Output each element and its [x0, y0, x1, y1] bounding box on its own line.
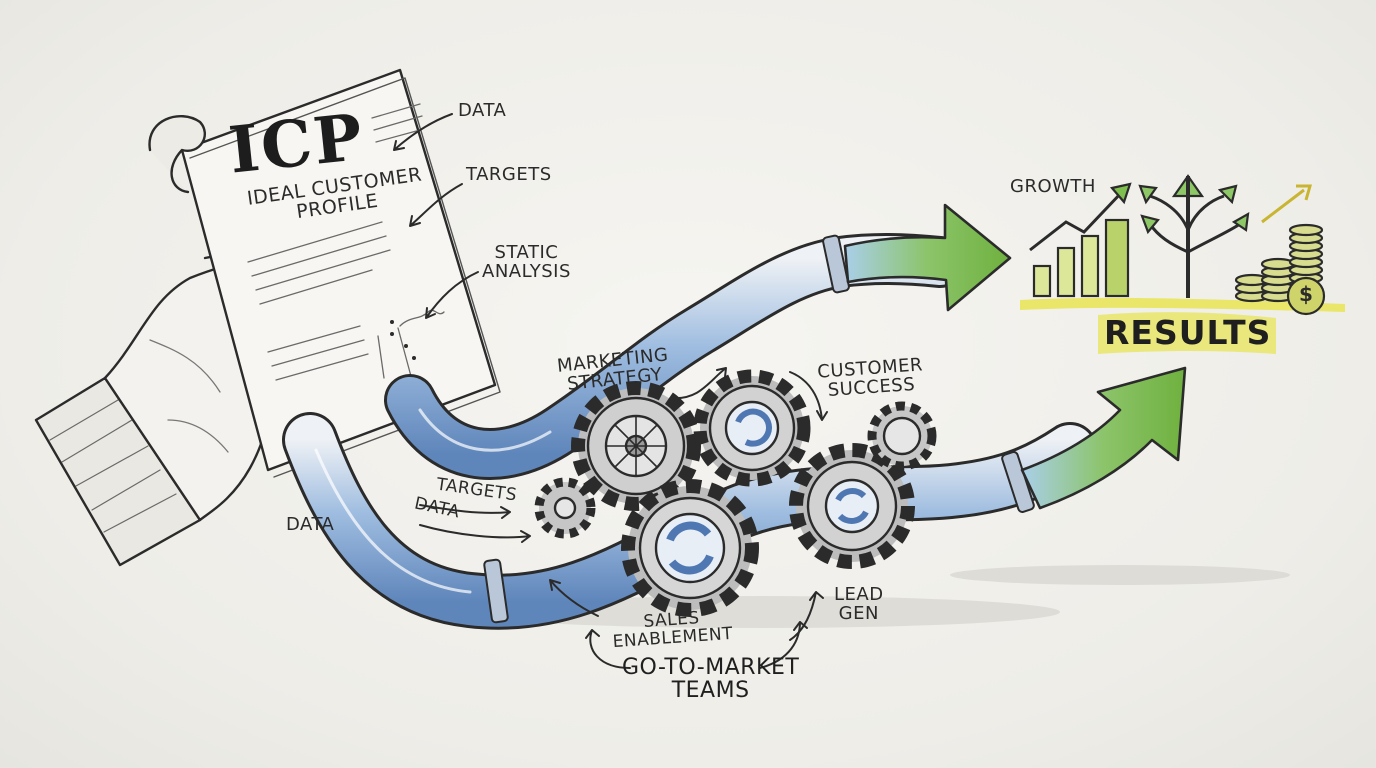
document-curl [148, 115, 206, 194]
label-growth: GROWTH [1010, 176, 1096, 197]
hand-holding-document [34, 250, 313, 567]
label-lead-line1: LEAD [834, 584, 884, 605]
coin-stacks-icon [1234, 223, 1326, 316]
gear-marketing [571, 381, 701, 511]
gear-small-top [867, 401, 937, 471]
icp-document [148, 68, 501, 478]
gtm-line1: GO-TO-MARKET [622, 655, 800, 680]
branching-arrows-tree-icon [1138, 174, 1250, 298]
growth-bar-chart-icon [1029, 182, 1132, 298]
label-lead-line2: GEN [838, 602, 879, 624]
callout-static-line2: ANALYSIS [482, 260, 571, 282]
label-customer-success: CUSTOMER SUCCESS [817, 354, 925, 401]
small-up-arrow-icon [1261, 184, 1312, 224]
label-lead-gen: LEAD GEN [834, 584, 884, 624]
arrow-lower [1020, 366, 1187, 510]
label-results: RESULTS [1104, 313, 1272, 352]
gtm-line2: TEAMS [671, 678, 750, 704]
callout-static-line1: STATIC [494, 242, 559, 263]
gear-small-left [534, 477, 596, 539]
annotation-arrows [393, 113, 828, 669]
results-icons [1020, 174, 1345, 354]
callout-targets: TARGETS [466, 164, 552, 185]
pipe-joints [483, 234, 1035, 624]
results-highlight [1020, 297, 1345, 312]
dollar-sign-icon: $ [1299, 282, 1314, 306]
callout-data: DATA [458, 100, 507, 121]
gear-customer-success [693, 369, 811, 487]
results-arrows [843, 203, 1187, 510]
flow-label-data-bottom: DATA [286, 514, 335, 535]
gear-sales-enablement [621, 479, 759, 617]
arrow-upper [843, 203, 1012, 312]
icp-title: ICP [225, 99, 368, 189]
gears [534, 369, 937, 617]
callout-static-analysis: STATIC ANALYSIS [482, 242, 571, 282]
label-go-to-market-teams: GO-TO-MARKET TEAMS [622, 656, 799, 702]
gear-lead-gen [789, 443, 915, 569]
